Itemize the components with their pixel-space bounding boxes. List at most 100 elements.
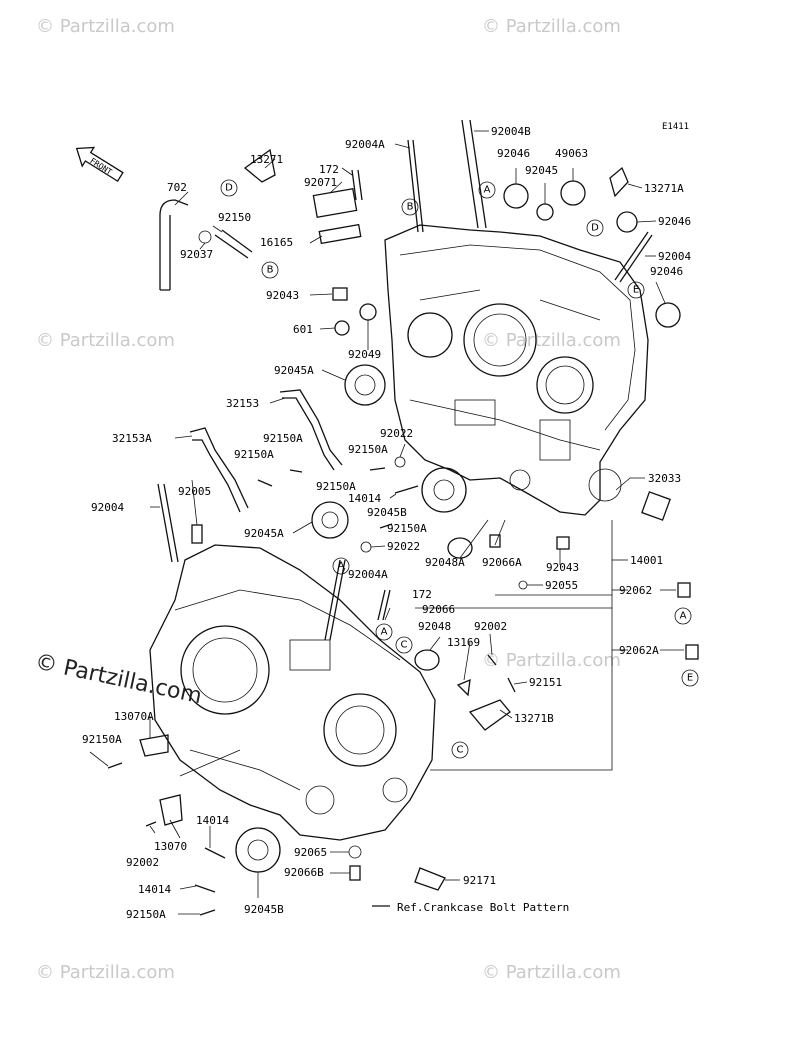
callout-A-3: A [375,623,393,641]
diagram-code: E1411 [662,122,689,132]
label-92045: 92045 [525,164,558,177]
callout-C-1: C [395,636,413,654]
part-92046-bearing-b [616,211,638,233]
label-13070A: 13070A [114,710,154,723]
part-14014-link-b [194,884,216,893]
callout-circles: D B B A D E A A C A E C [220,179,699,759]
callout-B-1: B [261,261,279,279]
svg-text:C: C [457,745,464,756]
label-92004A-lower: 92004A [348,568,388,581]
watermark-top-left: © Partzilla.com [36,16,175,37]
part-13169-plate [456,678,471,697]
part-92022-washer-a [394,456,406,468]
lower-crankcase-half [149,544,436,841]
svg-text:A: A [680,611,687,622]
part-92022-washer-b [360,541,372,553]
part-92046-bearing-c [655,302,681,328]
label-92005: 92005 [178,485,211,498]
part-92150A-bolts [257,467,393,529]
part-92150A-bolt-left [107,762,123,769]
part-92065-washer [348,845,362,859]
part-92049-seal [359,303,377,321]
label-92150A-a: 92150A [263,432,303,445]
part-92005-fitting [191,524,203,544]
part-172-stud [351,169,363,201]
label-92045A-lower: 92045A [244,527,284,540]
label-92150: 92150 [218,211,251,224]
label-92062: 92062 [619,584,652,597]
label-92150A-left: 92150A [82,733,122,746]
svg-text:A: A [381,627,388,638]
watermark-bottom-left: © Partzilla.com [36,962,175,983]
part-92043-dowel [332,287,348,301]
part-172-stud-lower [377,589,391,621]
part-92066A-plug [489,534,501,548]
part-92043-dowel-lower [556,536,570,550]
label-92071: 92071 [304,176,337,189]
label-92004A-top: 92004A [345,138,385,151]
part-92046-bearing-a [503,183,529,209]
label-92004-right: 92004 [658,250,691,263]
part-92055-oring [518,580,528,590]
part-92004B-stud [461,119,487,229]
callout-E-2: E [681,669,699,687]
svg-text:A: A [484,185,491,196]
callout-A-2: A [332,557,350,575]
label-13271: 13271 [250,153,283,166]
label-92045B-upper: 92045B [367,506,407,519]
label-13169: 13169 [447,636,480,649]
label-92002-left: 92002 [126,856,159,869]
part-92045A-bearing [344,364,386,406]
label-49063: 49063 [555,147,588,160]
label-92022-a: 92022 [380,427,413,440]
label-14014-a: 14014 [348,492,381,505]
part-92150-fitting [214,229,253,259]
svg-text:A: A [338,561,345,572]
part-92004A-stud [407,139,424,233]
watermark-bottom-right: © Partzilla.com [482,962,621,983]
part-601-seal [334,320,350,336]
callout-B-2: B [401,198,419,216]
part-92171-clamp [414,867,446,891]
label-13070: 13070 [154,840,187,853]
label-702: 702 [167,181,187,194]
label-92048: 92048 [418,620,451,633]
label-32153A: 32153A [112,432,152,445]
label-172-lower: 172 [412,588,432,601]
label-92045B-lower: 92045B [244,903,284,916]
part-92062-plug [677,582,691,598]
label-92043-upper: 92043 [266,289,299,302]
label-92037: 92037 [180,248,213,261]
label-92066: 92066 [422,603,455,616]
label-92150A-bottom: 92150A [126,908,166,921]
group-brackets [415,520,628,771]
svg-text:D: D [591,223,599,234]
label-13271B: 13271B [514,712,554,725]
label-601: 601 [293,323,313,336]
part-92048-bushing [414,649,440,671]
upper-crankcase-half [384,224,649,516]
svg-text:D: D [225,183,233,194]
watermark-mid-right: © Partzilla.com [482,330,621,351]
callout-D-2: D [586,219,604,237]
watermark-lower-right: © Partzilla.com [482,650,621,671]
label-32153: 32153 [226,397,259,410]
part-13070-plate [159,794,183,826]
label-14001: 14001 [630,554,663,567]
part-92062A-plug [685,644,699,660]
callout-D-1: D [220,179,238,197]
svg-text:E: E [633,285,639,296]
part-92045B-bearing-lower [235,827,281,873]
label-92004B: 92004B [491,125,531,138]
label-92045A-upper: 92045A [274,364,314,377]
label-92062A: 92062A [619,644,659,657]
part-49063-bearing [560,180,586,206]
part-702-hose [159,199,189,291]
label-92150A-c: 92150A [348,443,388,456]
part-92004-stud-left [157,483,179,563]
part-92002-bolt-upper [487,654,497,666]
svg-text:B: B [267,265,274,276]
label-14014-b: 14014 [196,814,229,827]
label-92004-left: 92004 [91,501,124,514]
